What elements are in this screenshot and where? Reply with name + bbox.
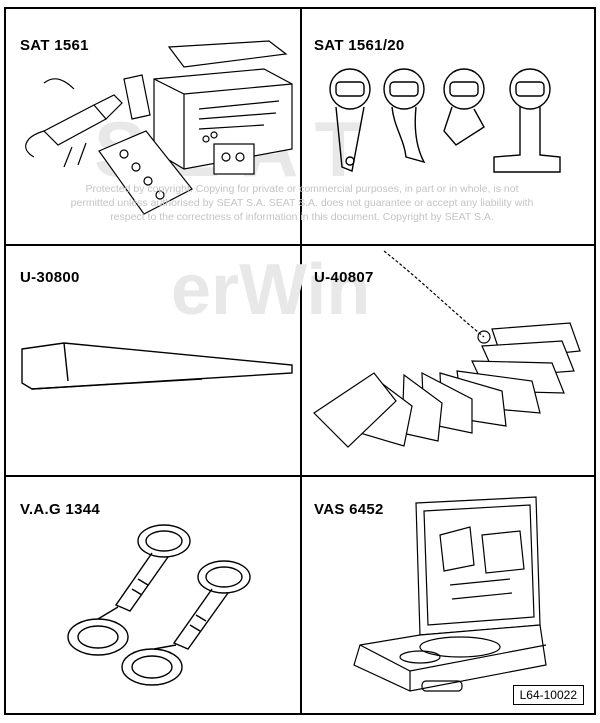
wedge-icon bbox=[21, 339, 297, 404]
tool-label-sat-1561: SAT 1561 bbox=[20, 37, 89, 54]
tool-label-vas-6452: VAS 6452 bbox=[314, 501, 384, 518]
tool-label-sat-1561-20: SAT 1561/20 bbox=[314, 37, 405, 54]
row-divider bbox=[6, 244, 594, 246]
glass-cutting-kit-icon bbox=[14, 39, 294, 224]
watermark-line: respect to the correctness of informatio… bbox=[110, 211, 494, 223]
column-divider bbox=[300, 9, 302, 713]
watermark-line: Protected by copyright. Copying for priv… bbox=[85, 183, 519, 195]
cutting-blades-icon bbox=[324, 67, 574, 192]
suction-lifter-icon bbox=[56, 519, 276, 704]
row-divider bbox=[6, 475, 594, 477]
copyright-watermark: Protected by copyright. Copying for priv… bbox=[16, 182, 588, 224]
tool-label-vag-1344: V.A.G 1344 bbox=[20, 501, 100, 518]
wedge-set-icon bbox=[312, 241, 587, 456]
tool-label-u-40807: U-40807 bbox=[314, 269, 374, 286]
watermark-site-logo: erWin bbox=[171, 250, 371, 330]
tool-case-icon bbox=[350, 495, 550, 700]
tool-label-u-30800: U-30800 bbox=[20, 269, 80, 286]
tool-table: SEAT erWin SAT 1561 SAT bbox=[4, 7, 596, 715]
figure-reference: L64-10022 bbox=[512, 685, 584, 705]
watermark-line: permitted unless authorised by SEAT S.A.… bbox=[70, 197, 534, 209]
